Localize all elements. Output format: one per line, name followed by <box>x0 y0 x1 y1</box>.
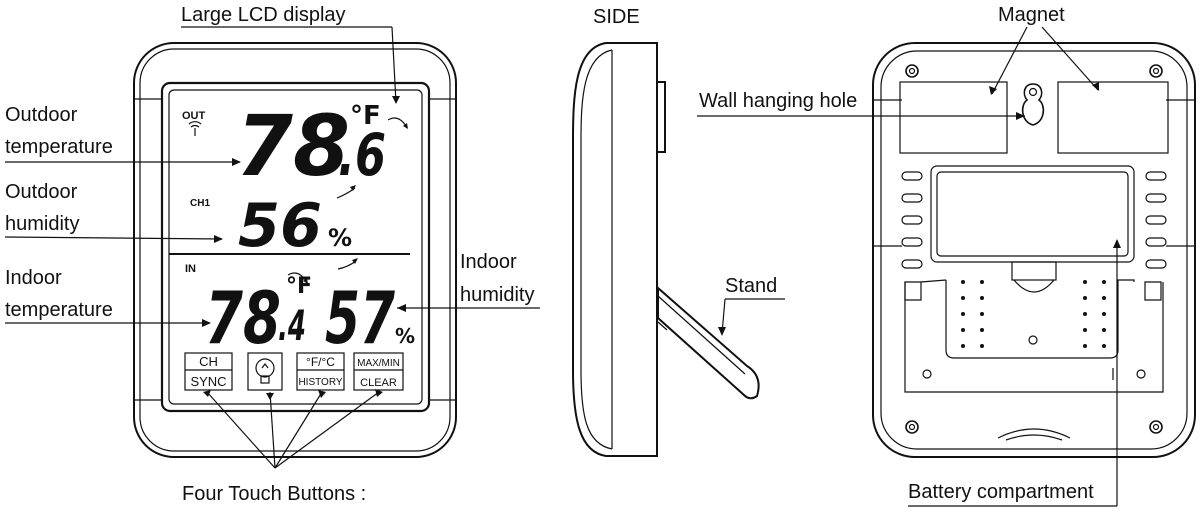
magnet-left <box>899 81 1008 154</box>
indoor-humidity-unit: % <box>395 324 415 348</box>
screw-top-right-inner <box>1152 67 1160 75</box>
button-maxmin-clear-bottom: CLEAR <box>360 377 397 389</box>
back-view <box>872 42 1196 458</box>
front-body-inner <box>139 48 451 452</box>
magnet-right <box>1057 81 1169 154</box>
label-indoor-temperature-2: temperature <box>5 299 113 321</box>
button-maxmin-clear[interactable]: MAX/MIN CLEAR <box>353 352 404 391</box>
label-four-touch-buttons: Four Touch Buttons : <box>182 483 366 505</box>
label-outdoor-humidity-2: humidity <box>5 213 79 235</box>
button-backlight[interactable] <box>247 352 283 391</box>
indoor-temp-trend-head-icon <box>303 278 308 284</box>
leader-stand-arrow <box>718 327 726 336</box>
button-unit-history[interactable]: °F/°C HISTORY <box>296 352 345 391</box>
leader-large-lcd-drop <box>391 26 397 104</box>
ch-label: CH1 <box>190 198 210 209</box>
leader-outdoor-humidity <box>4 236 223 240</box>
humidity-trend-head-icon <box>350 185 356 191</box>
screw-top-left-inner <box>908 67 916 75</box>
battery-compartment-inner <box>936 171 1129 257</box>
side-button-bump <box>656 81 666 153</box>
out-label: OUT <box>182 110 206 122</box>
back-body-inner <box>880 50 1188 450</box>
outdoor-temp-value: 78 <box>236 97 350 195</box>
button-ch-sync[interactable]: CH SYNC <box>184 352 233 391</box>
leader-outdoor-temperature-arrow <box>232 158 241 166</box>
leader-four-touch-buttons <box>203 389 383 469</box>
screw-bottom-left-inner <box>908 423 916 431</box>
stand <box>657 285 760 400</box>
label-outdoor-temperature-1: Outdoor <box>5 104 78 126</box>
indoor-temp-value: 78 <box>205 276 281 360</box>
leader-magnet-left <box>991 26 1028 95</box>
button-unit-history-top: °F/°C <box>306 355 335 369</box>
outdoor-temp-unit: °F <box>350 101 381 131</box>
screw-bottom-left <box>905 420 919 434</box>
screw-bottom-right-inner <box>1152 423 1160 431</box>
indoor-temp-trend-icon <box>287 272 307 282</box>
outdoor-humidity-unit: % <box>328 224 352 252</box>
label-stand: Stand <box>725 275 777 297</box>
label-indoor-humidity-2: humidity <box>460 284 534 306</box>
side-view <box>572 42 760 457</box>
leader-magnet-right <box>1041 26 1099 91</box>
wall-hanging-hole-icon <box>1021 83 1045 126</box>
signal-icon <box>188 121 202 136</box>
vent-slots-right <box>1145 171 1167 269</box>
label-indoor-humidity-1: Indoor <box>460 251 517 273</box>
indoor-humidity-trend-head-icon <box>352 258 358 264</box>
leader-outdoor-humidity-arrow <box>214 235 223 243</box>
label-magnet: Magnet <box>998 4 1065 26</box>
front-view: OUT 78 .6 °F CH1 56 % IN 78 .4 °F 57 % C <box>133 42 457 458</box>
outdoor-temp-decimal: .6 <box>338 121 386 189</box>
indoor-humidity-value: 57 <box>325 276 395 360</box>
light-bulb-icon <box>255 358 275 384</box>
button-ch-sync-bottom: SYNC <box>190 374 226 389</box>
leader-battery-compartment-arrow <box>1113 239 1121 248</box>
button-maxmin-clear-top: MAX/MIN <box>357 358 400 369</box>
screw-top-right <box>1149 64 1163 78</box>
outdoor-humidity-value: 56 <box>238 191 322 261</box>
speaker-holes-left <box>961 280 984 348</box>
label-outdoor-temperature-2: temperature <box>5 136 113 158</box>
battery-door <box>904 261 1164 441</box>
screw-top-left <box>905 64 919 78</box>
leader-magnet-right-arrow <box>1092 82 1099 91</box>
trend-arrow-icon <box>387 117 407 127</box>
leader-indoor-temperature-arrow <box>202 319 211 327</box>
indoor-temp-decimal: .4 <box>278 301 306 350</box>
trend-arrow-head-icon <box>403 123 408 129</box>
leader-large-lcd-arrow <box>392 96 400 104</box>
vent-slots-left <box>901 171 923 269</box>
label-side: SIDE <box>593 6 640 28</box>
label-wall-hanging-hole: Wall hanging hole <box>699 90 857 112</box>
screw-bottom-right <box>1149 420 1163 434</box>
label-battery-compartment: Battery compartment <box>908 481 1094 503</box>
speaker-holes-right <box>1083 280 1106 348</box>
button-unit-history-bottom: HISTORY <box>298 377 342 388</box>
leader-magnet-left-arrow <box>989 86 997 95</box>
leader-wall-hanging-hole-arrow <box>1016 112 1025 120</box>
in-label: IN <box>185 263 196 275</box>
leader-indoor-humidity-arrow <box>397 304 406 312</box>
back-body-outer <box>872 42 1196 458</box>
indoor-temp-unit: °F <box>286 274 312 299</box>
lcd-frame-inner <box>168 89 423 405</box>
label-large-lcd-display: Large LCD display <box>181 4 346 26</box>
label-indoor-temperature-1: Indoor <box>5 267 62 289</box>
label-outdoor-humidity-1: Outdoor <box>5 181 78 203</box>
button-ch-sync-top: CH <box>199 354 218 369</box>
side-body-inner <box>580 49 613 450</box>
side-body-outer <box>572 42 658 457</box>
